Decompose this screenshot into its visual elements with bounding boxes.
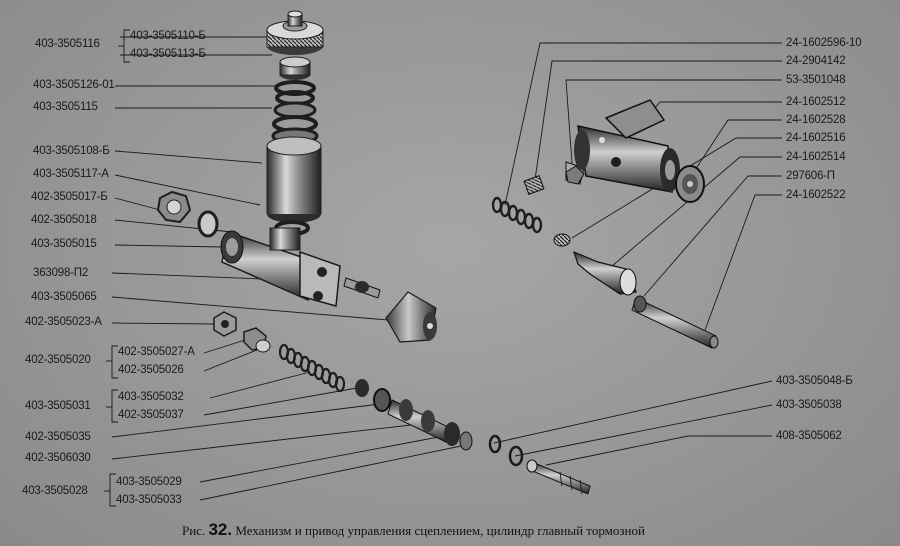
mounting-stud [343, 277, 381, 299]
leader-lines-left [111, 36, 467, 501]
pushrod [526, 459, 591, 495]
part-label-403-3505126-01: 403-3505126-01 [33, 79, 115, 91]
bleed-plug-and-washer [156, 190, 219, 238]
part-label-403-3505032: 403-3505032 [118, 391, 184, 403]
dust-boot [385, 291, 437, 343]
fluid-reservoir [266, 136, 322, 223]
brake-spring [491, 196, 543, 234]
part-label-402-3505035: 402-3505035 [25, 431, 91, 443]
brake-piston [573, 250, 637, 296]
part-label-403-3505033: 403-3505033 [116, 494, 182, 506]
piston-cups-and-piston [355, 379, 473, 451]
reservoir-filter [279, 56, 311, 80]
part-label-403-3505115: 403-3505115 [33, 101, 98, 113]
part-label-403-3505116: 403-3505116 [35, 38, 100, 50]
piston-return-spring [278, 343, 346, 393]
master-cylinder-body [220, 227, 341, 307]
caption-prefix: Рис. [182, 523, 206, 538]
part-label-402-3505020: 402-3505020 [25, 354, 91, 366]
part-label-53-3501048: 53-3501048 [786, 74, 846, 86]
part-label-24-1602528: 24-1602528 [786, 114, 846, 126]
brake-piston-seal [553, 233, 571, 247]
part-label-403-3505029: 403-3505029 [116, 476, 182, 488]
part-label-403-3505117-a: 403-3505117-А [33, 168, 109, 180]
caption-number: 32. [208, 520, 233, 539]
part-label-363098-p2: 363098-П2 [33, 267, 89, 279]
part-label-24-1602596-10: 24-1602596-10 [786, 37, 862, 49]
retaining-ring-and-washer [488, 434, 524, 467]
part-label-24-1602522: 24-1602522 [786, 189, 846, 201]
part-label-24-1602516: 24-1602516 [786, 132, 846, 144]
brake-cylinder-body [574, 99, 680, 193]
part-label-24-1602514: 24-1602514 [786, 151, 846, 163]
label-brackets [104, 29, 130, 507]
part-label-403-3505028: 403-3505028 [22, 485, 88, 497]
part-label-402-3505026: 402-3505026 [118, 364, 184, 376]
part-label-402-3505023-a: 402-3505023-А [25, 316, 102, 328]
check-valve [523, 175, 545, 195]
outlet-nut-and-fitting [213, 311, 271, 353]
part-label-24-2904142: 24-2904142 [786, 55, 846, 67]
part-label-403-3505113-b: 403-3505113-Б [130, 48, 206, 60]
part-label-403-3505110-b: 403-3505110-Б [130, 30, 206, 42]
part-label-403-3505038: 403-3505038 [776, 399, 842, 411]
leader-lines-right [493, 42, 782, 466]
part-label-402-3505017-b: 402-3505017-Б [31, 191, 108, 203]
caption-text: Механизм и привод управления сцеплением,… [235, 523, 645, 538]
part-label-24-1602512: 24-1602512 [786, 96, 846, 108]
reservoir-seal-rings [271, 80, 319, 145]
part-label-402-3505037: 402-3505037 [118, 409, 184, 421]
part-label-403-3505065: 403-3505065 [31, 291, 97, 303]
figure-caption: Рис. 32. Механизм и привод управления сц… [182, 520, 645, 540]
part-label-403-3505108-b: 403-3505108-Б [33, 145, 110, 157]
part-label-408-3505062: 408-3505062 [776, 430, 842, 442]
reservoir-cap [266, 10, 324, 55]
part-label-402-3505018: 402-3505018 [31, 214, 97, 226]
part-label-402-3506030: 402-3506030 [25, 452, 91, 464]
part-label-403-3505048-b: 403-3505048-Б [776, 375, 853, 387]
part-label-297606-p: 297606-П [786, 170, 835, 182]
brake-cylinder-cup [675, 165, 705, 203]
brake-pushrod [631, 295, 719, 349]
part-label-403-3505031: 403-3505031 [25, 400, 91, 412]
part-label-402-3505027-a: 402-3505027-А [118, 346, 195, 358]
part-label-403-3505015: 403-3505015 [31, 238, 97, 250]
